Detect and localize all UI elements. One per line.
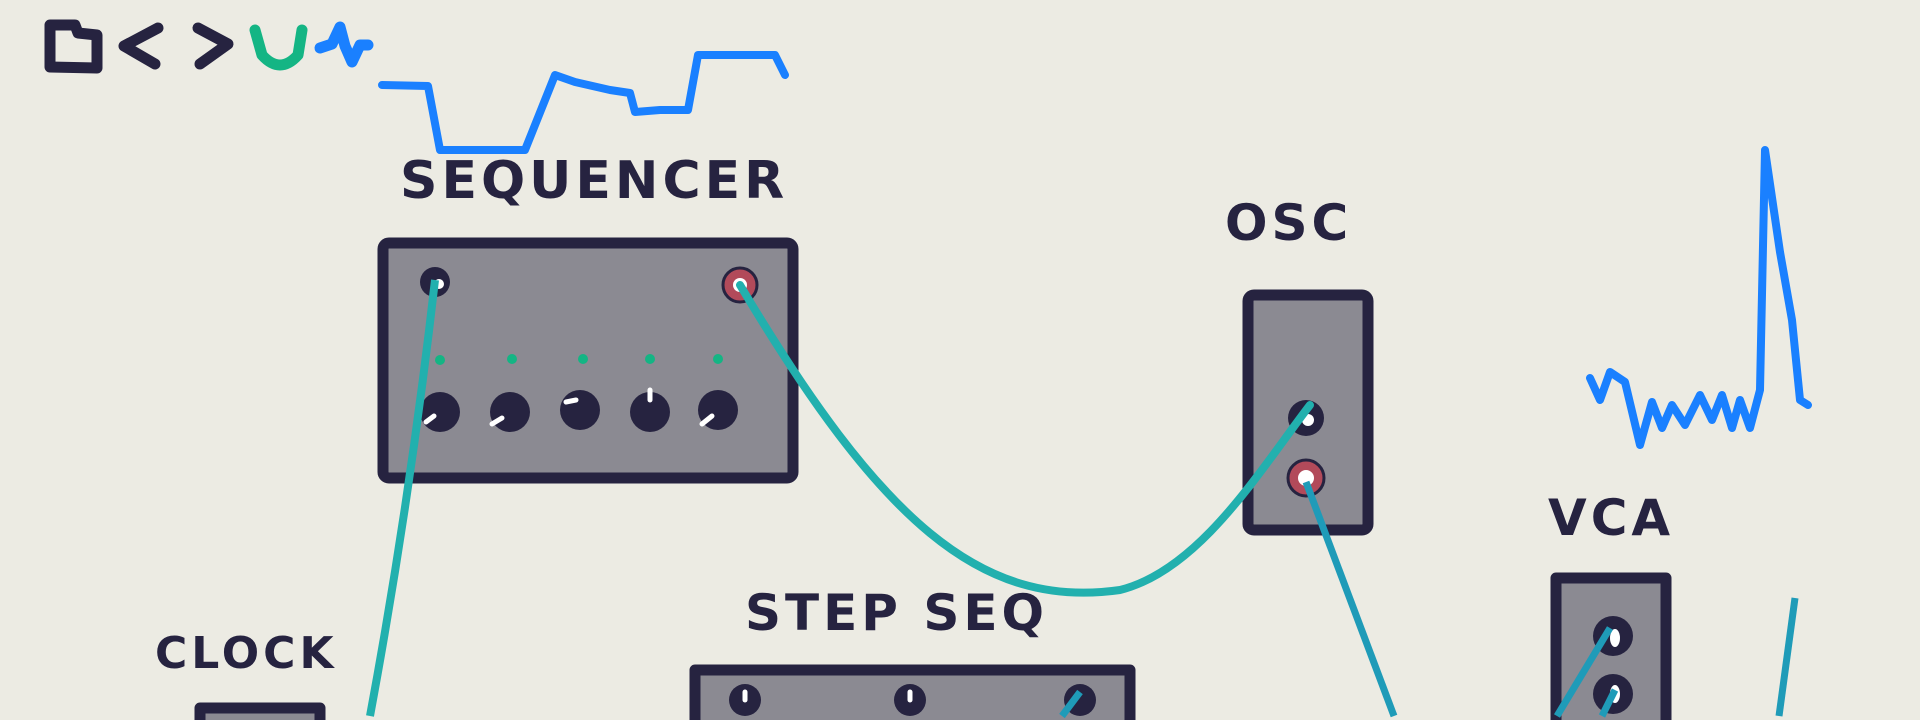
- output-waveform: [1586, 146, 1812, 449]
- module-label: CLOCK: [155, 628, 338, 679]
- patch-cable[interactable]: [366, 279, 439, 717]
- patch-cable[interactable]: [1775, 597, 1799, 717]
- patch-cables: [366, 279, 1799, 719]
- module-label: SEQUENCER: [400, 151, 788, 211]
- step-knobs: [420, 387, 738, 432]
- module-osc[interactable]: OSC: [1225, 194, 1374, 536]
- patch-cable[interactable]: [1554, 626, 1613, 718]
- sequencer-waveform: [378, 51, 789, 154]
- step-leds: [435, 354, 723, 365]
- patch-cable[interactable]: [1302, 480, 1398, 718]
- module-label: VCA: [1548, 489, 1674, 547]
- patch-cable[interactable]: [1598, 688, 1619, 718]
- module-clock[interactable]: CLOCK: [155, 628, 338, 720]
- module-label: OSC: [1225, 194, 1352, 252]
- back-icon[interactable]: [118, 22, 164, 70]
- led: [713, 354, 723, 364]
- knob[interactable]: [560, 390, 600, 430]
- pulse-icon[interactable]: [314, 21, 374, 68]
- module-sequencer[interactable]: SEQUENCER: [377, 151, 799, 484]
- knob[interactable]: [420, 392, 460, 432]
- folder-icon[interactable]: [44, 19, 103, 74]
- module-label: STEP SEQ: [745, 584, 1048, 642]
- toolbar: [44, 19, 374, 74]
- module-step-seq[interactable]: STEP SEQ: [689, 584, 1136, 720]
- forward-icon[interactable]: [192, 22, 234, 70]
- patch-cable[interactable]: [736, 281, 1314, 597]
- patch-cable[interactable]: [1059, 689, 1083, 719]
- led: [435, 355, 445, 365]
- knob[interactable]: [630, 392, 670, 432]
- knob[interactable]: [490, 392, 530, 432]
- module-vca[interactable]: VCA: [1548, 489, 1674, 720]
- led: [578, 354, 588, 364]
- led: [507, 354, 517, 364]
- magnet-icon[interactable]: [249, 24, 308, 71]
- led: [645, 354, 655, 364]
